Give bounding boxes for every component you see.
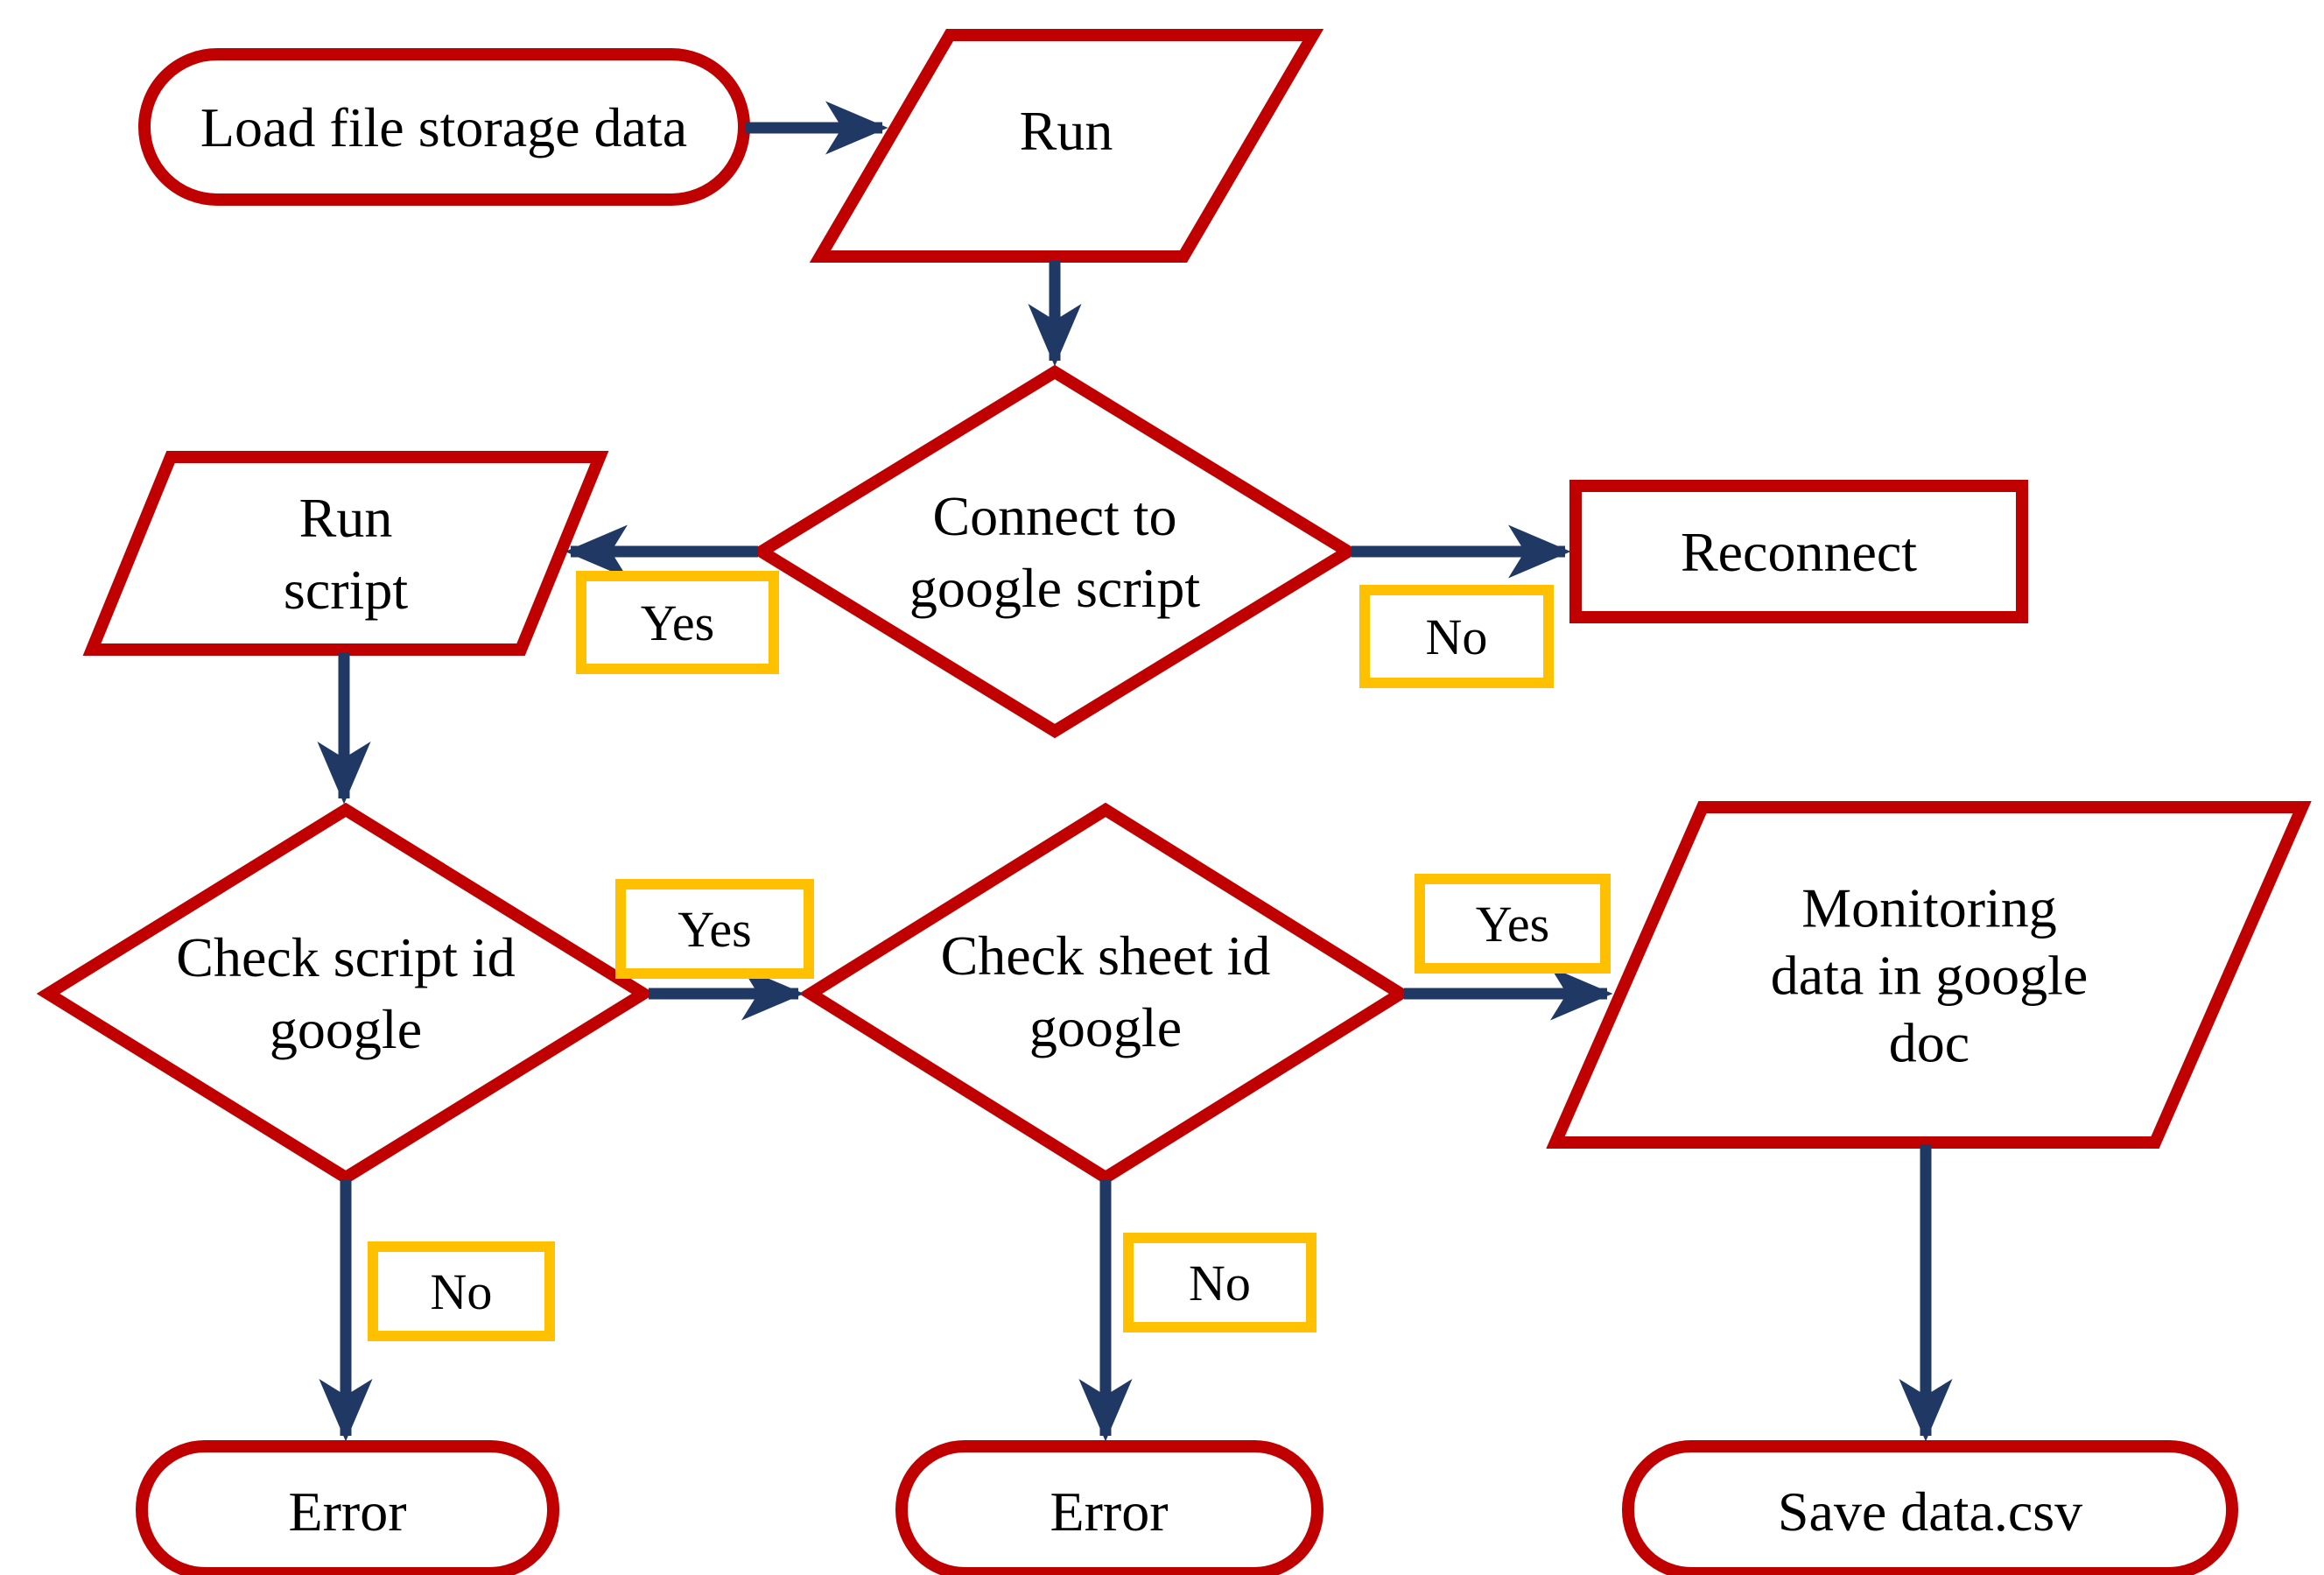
error-middle-terminator-shape xyxy=(895,1440,1323,1575)
reconnect-process-shape xyxy=(1569,480,2028,623)
save-terminator-shape xyxy=(1622,1440,2238,1575)
check-sheet-no-tag-text: No xyxy=(1189,1254,1251,1311)
check-script-decision-shape xyxy=(36,802,656,1185)
check-script-yes-tag: Yes xyxy=(615,879,814,979)
connect-no-tag-text: No xyxy=(1425,608,1488,665)
run-script-parallelogram-label: Run script xyxy=(284,482,408,626)
check-script-no-tag: No xyxy=(368,1241,555,1341)
connect-yes-tag: Yes xyxy=(576,571,779,674)
connect-decision-line2: google script xyxy=(909,557,1201,619)
check-script-yes-tag-text: Yes xyxy=(678,900,752,958)
monitoring-parallelogram-shape xyxy=(1546,801,2312,1149)
connect-no-tag: No xyxy=(1359,585,1554,688)
run-script-line1: Run xyxy=(298,487,393,549)
check-sheet-line1: Check sheet id xyxy=(940,925,1271,987)
check-sheet-yes-tag-text: Yes xyxy=(1475,895,1550,953)
check-script-no-tag-text: No xyxy=(430,1262,493,1320)
error-middle-terminator-label: Error xyxy=(1050,1480,1169,1543)
check-script-line2: google xyxy=(269,998,423,1060)
monitoring-line2: data in google xyxy=(1770,944,2089,1007)
error-left-terminator-label: Error xyxy=(288,1480,407,1543)
run-parallelogram-shape xyxy=(809,29,1324,263)
reconnect-process-label: Reconnect xyxy=(1680,521,1918,583)
check-sheet-decision-shape xyxy=(798,802,1413,1185)
monitoring-line3: doc xyxy=(1888,1011,1970,1074)
check-script-decision-label: Check script id google xyxy=(176,922,515,1065)
check-sheet-decision-label: Check sheet id google xyxy=(941,920,1271,1064)
connect-decision-line1: Connect to xyxy=(932,485,1177,547)
check-sheet-line2: google xyxy=(1029,996,1183,1058)
monitoring-parallelogram-label: Monitoring data in google doc xyxy=(1771,875,2089,1077)
load-terminator-label: Load file storage data xyxy=(200,96,688,158)
run-parallelogram-label: Run xyxy=(1019,100,1113,162)
connect-decision-label: Connect to google script xyxy=(909,481,1200,624)
run-script-parallelogram-shape xyxy=(82,451,609,656)
error-left-terminator-shape xyxy=(136,1440,559,1575)
save-terminator-label: Save data.csv xyxy=(1777,1480,2083,1543)
check-script-line1: Check script id xyxy=(176,926,516,988)
monitoring-line1: Monitoring xyxy=(1801,876,2057,939)
connect-yes-tag-text: Yes xyxy=(640,594,715,651)
load-terminator-shape xyxy=(138,48,750,206)
run-script-line2: script xyxy=(283,559,409,621)
connect-decision-shape xyxy=(749,364,1360,739)
check-sheet-no-tag: No xyxy=(1123,1233,1316,1332)
check-sheet-yes-tag: Yes xyxy=(1415,874,1611,974)
